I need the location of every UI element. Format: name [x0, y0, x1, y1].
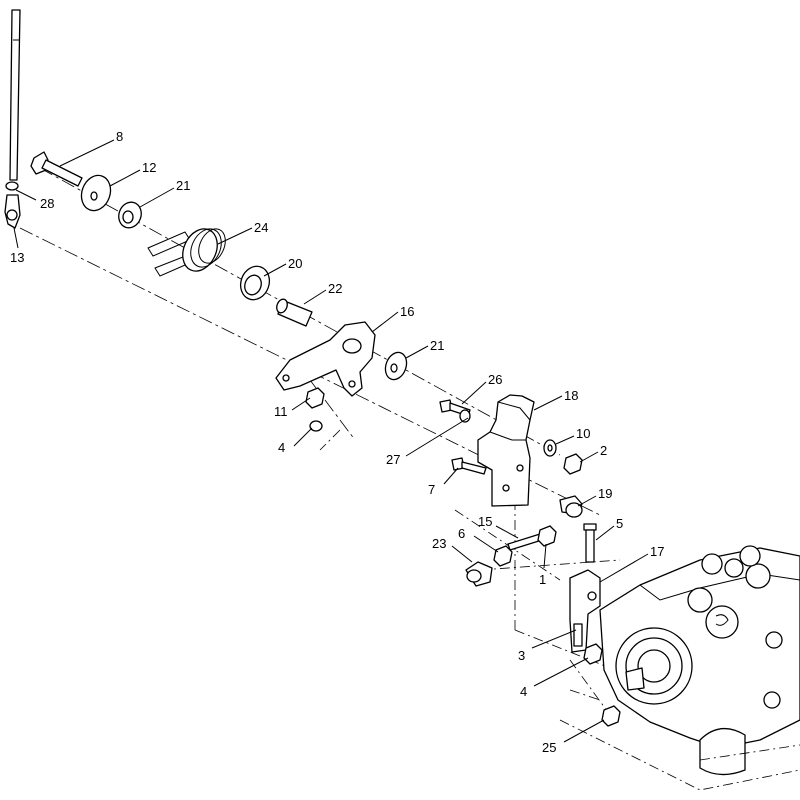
- jam-nut-part-28: [5, 181, 19, 191]
- callout-19: 19: [598, 486, 612, 501]
- torsion-spring-part-24: [147, 228, 226, 277]
- callout-8: 8: [116, 129, 123, 144]
- callout-21b: 21: [430, 338, 444, 353]
- callout-21a: 21: [176, 178, 190, 193]
- nut-part-11: [305, 387, 325, 409]
- callout-15: 15: [478, 514, 492, 529]
- nut-part-2: [563, 453, 583, 475]
- callout-17: 17: [650, 544, 664, 559]
- bolt-part-7: [451, 457, 487, 475]
- callout-6: 6: [458, 526, 465, 541]
- callout-20: 20: [288, 256, 302, 271]
- spacer-part-22: [276, 298, 313, 327]
- lever-plate-part-16: [275, 321, 376, 397]
- rod-end-part-13: [4, 194, 21, 229]
- callout-24: 24: [254, 220, 268, 235]
- bolt-part-5: [583, 523, 597, 563]
- callout-10: 10: [576, 426, 590, 441]
- washer-part-10: [543, 439, 557, 457]
- callout-22: 22: [328, 281, 342, 296]
- nut-part-4-upper: [309, 420, 323, 432]
- callout-27: 27: [386, 452, 400, 467]
- nut-part-6: [493, 545, 513, 567]
- washer-part-21-lower: [384, 351, 408, 381]
- callout-4b: 4: [520, 684, 527, 699]
- callout-13: 13: [10, 250, 24, 265]
- washer-part-27: [459, 409, 471, 423]
- hydraulic-pump: [559, 545, 800, 791]
- callout-28: 28: [40, 196, 54, 211]
- callout-18: 18: [564, 388, 578, 403]
- bracket-part-18: [477, 394, 535, 507]
- washer-part-12: [80, 174, 112, 212]
- callout-7: 7: [428, 482, 435, 497]
- screw-part-3: [573, 623, 583, 647]
- nut-part-1: [537, 525, 557, 547]
- callout-16: 16: [400, 304, 414, 319]
- callout-2: 2: [600, 443, 607, 458]
- callout-1: 1: [539, 572, 546, 587]
- callout-labels: 8 12 21 28 13 24 20 22 16 21 11 4 26 27 …: [10, 129, 664, 755]
- nut-part-25: [601, 705, 621, 727]
- linkage-part-15: [507, 533, 543, 551]
- callout-26: 26: [488, 372, 502, 387]
- callout-25: 25: [542, 740, 556, 755]
- callout-12: 12: [142, 160, 156, 175]
- rod-end-part-19: [559, 495, 583, 518]
- leader-lines: [13, 139, 649, 743]
- callout-3: 3: [518, 648, 525, 663]
- callout-5: 5: [616, 516, 623, 531]
- control-rod: [9, 9, 21, 181]
- bushing-part-20: [239, 265, 271, 301]
- nut-part-4-lower: [583, 643, 603, 665]
- centerlines: [19, 167, 621, 716]
- rod-end-part-23: [465, 561, 493, 587]
- callout-11: 11: [274, 404, 288, 419]
- bolt-part-8: [30, 151, 83, 187]
- callout-4a: 4: [278, 440, 285, 455]
- bushing-part-21-upper: [118, 201, 142, 229]
- callout-23: 23: [432, 536, 446, 551]
